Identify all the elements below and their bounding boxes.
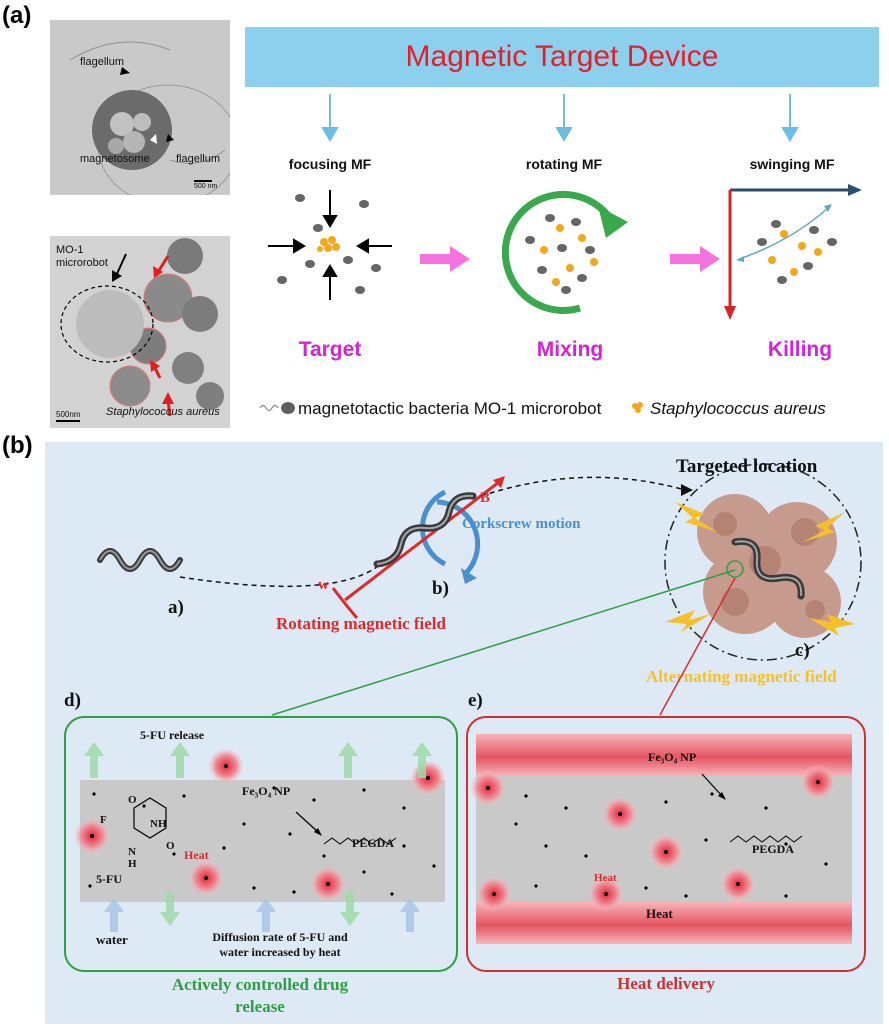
legend-target-label: Staphylococcus aureus	[650, 399, 826, 418]
heat-band-label: Heat	[646, 906, 673, 921]
pegda-label-d: PEGDA	[352, 836, 394, 850]
microrobot-label: MO-1 microrobot	[56, 244, 108, 269]
heat-label-d: Heat	[184, 848, 209, 862]
rotating-field-illustration	[501, 191, 628, 314]
heat-small-label-e: Heat	[594, 872, 617, 884]
fe3o4-label-e: Fe₃O₄ NP	[648, 750, 697, 764]
molecule-atom-f: F	[100, 814, 107, 826]
rotating-magnetic-field-label: Rotating magnetic field	[276, 614, 446, 633]
diffusion-rate-label: Diffusion rate of 5-FU and water increas…	[180, 930, 380, 960]
targeted-location-label: Targeted location	[676, 456, 818, 477]
drug-release-caption-line-2: release	[235, 997, 285, 1016]
molecule-atom-nh: NH	[150, 818, 167, 830]
field-b-label: B	[480, 490, 491, 506]
swinging-field-illustration	[724, 184, 862, 320]
panel-b-label: (b)	[2, 432, 33, 459]
stage-mixing: Mixing	[536, 338, 604, 361]
legend-bacteria-label: magnetotactic bacteria MO-1 microrobot	[298, 399, 602, 418]
water-label: water	[96, 932, 128, 947]
scalebar-label-top: 500 nm	[194, 183, 218, 190]
stage-killing: Killing	[767, 338, 833, 361]
helix-b-label: b)	[432, 578, 449, 599]
rotating-mf-label: rotating MF	[525, 156, 603, 172]
drug-release-caption-line-1: Actively controlled drug	[171, 975, 349, 994]
box-e-tag: e)	[468, 690, 483, 711]
magnetosome-label: magnetosome	[80, 153, 150, 165]
helix-motion-schematic	[97, 463, 862, 661]
heat-delivery-caption: Heat delivery	[617, 974, 715, 993]
fe3o4-label-d: Fe₃O₄ NP	[242, 784, 291, 798]
magnetic-target-device-banner: Magnetic Target Device	[245, 27, 879, 87]
panel-a-label: (a)	[2, 2, 32, 29]
pegda-label-e: PEGDA	[752, 842, 794, 856]
fu-release-label: 5-FU release	[140, 728, 205, 742]
box-d-tag: d)	[64, 690, 81, 711]
swinging-mf-label: swinging MF	[749, 156, 835, 172]
drug-release-caption: Actively controlled drug release	[120, 974, 400, 1018]
focusing-mf-label: focusing MF	[288, 156, 372, 172]
stage-target: Target	[298, 338, 362, 361]
zoom-connector-lines	[271, 569, 736, 716]
hot-band-top	[476, 734, 852, 776]
microrobot-tem-image	[56, 238, 224, 422]
heat-delivery-illustration	[470, 764, 836, 912]
alternating-magnetic-field-label: Alternating magnetic field	[646, 667, 837, 686]
flagellum-label-1: flagellum	[80, 56, 125, 68]
banner-down-arrows	[321, 94, 799, 142]
fu-molecule-label: 5-FU	[96, 872, 122, 886]
focusing-field-illustration	[268, 190, 392, 300]
flagellum-label-2: flagellum	[176, 153, 221, 165]
tem-micrograph-bottom: MO-1 microrobot 500nm Staphylococcus aur…	[50, 236, 230, 428]
molecule-atom-n: N	[128, 846, 136, 858]
molecule-atom-h: H	[128, 858, 137, 870]
diffusion-line-2: water increased by heat	[219, 945, 341, 959]
drug-release-illustration	[74, 742, 446, 932]
bacterium-tem-image	[69, 41, 230, 195]
bacteria-legend-icon	[259, 402, 295, 414]
target-legend-icon	[632, 402, 643, 413]
diffusion-line-1: Diffusion rate of 5-FU and	[212, 930, 348, 944]
corkscrew-motion-label: Corkscrew motion	[462, 516, 581, 532]
species-label: Staphylococcus aureus	[106, 406, 220, 418]
molecule-atom-o1: O	[128, 794, 137, 806]
stage-transition-arrows	[420, 246, 720, 272]
molecule-atom-o2: O	[166, 840, 175, 852]
tem-micrograph-top: flagellum magnetosome flagellum 500 nm	[50, 20, 230, 195]
scalebar-label-bottom: 500nm	[56, 410, 81, 419]
helix-c-label: c)	[795, 640, 810, 661]
omega-label: w	[318, 577, 329, 593]
hot-band-bottom	[476, 902, 852, 944]
helix-a-label: a)	[168, 597, 184, 618]
